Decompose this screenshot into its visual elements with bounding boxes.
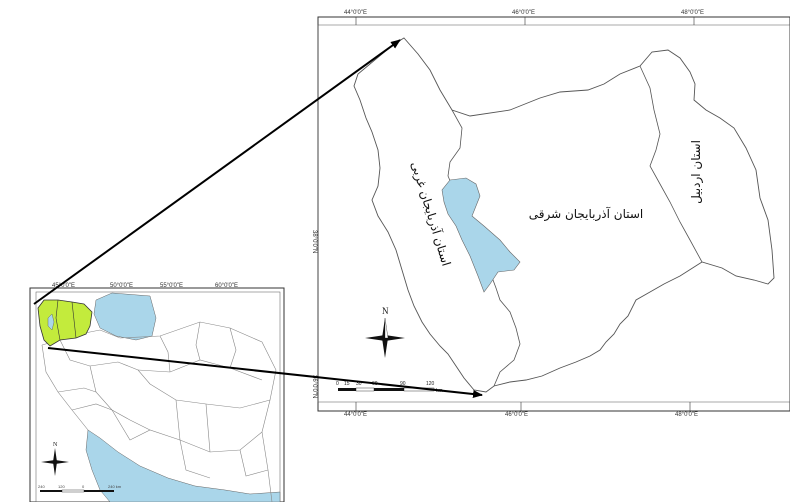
detail-inner-frame	[317, 24, 790, 403]
iran-provinces	[41, 321, 277, 502]
persian-gulf	[85, 429, 281, 502]
detail-coord-left-1: 38°0'0"N	[311, 230, 317, 253]
detail-outer-frame	[317, 16, 790, 412]
overview-highlight-divider	[55, 299, 77, 341]
scale-label-15: 15	[344, 381, 350, 387]
overview-highlight-area	[37, 299, 93, 347]
detail-north-arrow: N	[365, 306, 405, 358]
detail-coord-bottom-2: 46°0'0"E	[505, 412, 528, 418]
east-ardabil-boundary	[639, 65, 703, 263]
detail-ticks	[355, 17, 695, 411]
scale-label-90: 90	[400, 381, 406, 387]
overview-coord-top-4: 60°0'0"E	[215, 283, 238, 289]
urmia-lake	[441, 177, 521, 293]
scale-label-120: 120	[426, 381, 435, 387]
overview-coord-top-3: 55°0'0"E	[160, 283, 183, 289]
caspian-sea	[93, 292, 157, 341]
overview-map: 45°0'0"E 50°0'0"E 55°0'0"E 60°0'0"E	[29, 283, 285, 502]
connector-arrow-top	[33, 39, 401, 305]
overview-scale-label-2: 0	[82, 484, 85, 489]
detail-map: 44°0'0"E 46°0'0"E 48°0'0"E 44°0'0"E 46°0…	[311, 10, 790, 418]
overview-coord-top-2: 50°0'0"E	[110, 283, 133, 289]
connector-arrow-bottom	[47, 347, 483, 399]
overview-scale-bar: 240 120 0 240 km	[38, 484, 122, 493]
overview-urmia-lake	[47, 313, 55, 331]
detail-north-label: N	[382, 306, 389, 316]
overview-coord-top-1: 45°0'0"E	[52, 283, 75, 289]
overview-north-arrow: N	[41, 442, 69, 476]
scale-label-30: 30	[356, 381, 362, 387]
overview-scale-label-0: 240	[38, 484, 45, 489]
province-label-east: استان آذربایجان شرقی	[529, 206, 644, 222]
overview-inner-frame	[35, 291, 281, 502]
overview-scale-label-3: 240 km	[108, 484, 122, 489]
detail-coord-bottom-3: 48°0'0"E	[675, 412, 698, 418]
study-area-outline	[353, 37, 775, 393]
detail-coord-top-1: 44°0'0"E	[344, 10, 367, 16]
detail-coord-top-2: 46°0'0"E	[512, 10, 535, 16]
overview-scale-label-1: 120	[58, 484, 65, 489]
detail-coord-left-2: 36°0'0"N	[311, 375, 317, 398]
province-label-ardabil: استان اردبیل	[689, 140, 704, 204]
overview-north-label: N	[53, 442, 58, 448]
scale-label-0: 0	[336, 381, 339, 387]
detail-coord-top-3: 48°0'0"E	[681, 10, 704, 16]
detail-coord-bottom-1: 44°0'0"E	[344, 412, 367, 418]
